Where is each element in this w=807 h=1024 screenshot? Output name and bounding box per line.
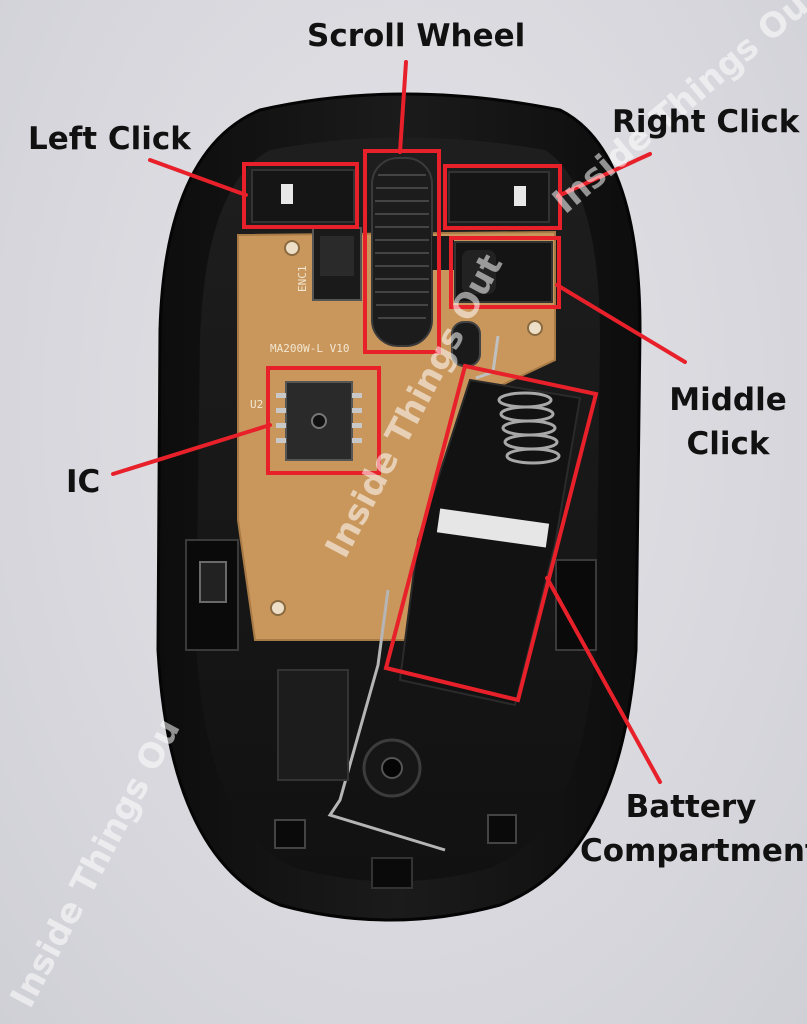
pcb-hole xyxy=(270,600,286,616)
power-switch xyxy=(277,669,349,781)
sensor-lens xyxy=(311,413,327,429)
right-switch-button xyxy=(514,186,526,206)
middle-click-highlight-box xyxy=(449,236,561,309)
pcb-hole xyxy=(284,240,300,256)
battery-cavity-highlight xyxy=(436,508,550,548)
pcb-model-text: MA200W-L V10 xyxy=(270,342,349,355)
sensor-pins xyxy=(276,393,362,443)
middle-click-label: Middle Click xyxy=(668,378,788,466)
ic-leader-line xyxy=(111,423,272,476)
left-clip-slot xyxy=(199,561,227,603)
pcb-hole xyxy=(527,320,543,336)
right-click-label: Right Click xyxy=(612,104,800,140)
bottom-clip xyxy=(487,814,517,844)
bottom-clip xyxy=(274,819,306,849)
scroll-wheel-label: Scroll Wheel xyxy=(307,18,526,54)
screw-hole xyxy=(381,757,403,779)
right-switch xyxy=(448,171,550,223)
encoder-window xyxy=(320,236,354,276)
pcb-u2-text: U2 xyxy=(250,398,263,411)
bottom-clip xyxy=(371,857,413,889)
left-switch xyxy=(251,169,355,223)
ic-highlight-box xyxy=(266,366,381,475)
scroll-wheel-leader-line xyxy=(398,60,408,154)
battery-label-line1: Battery xyxy=(625,789,757,825)
left-click-label: Left Click xyxy=(28,121,191,157)
right-click-leader-line xyxy=(556,152,652,198)
middle-click-leader-line xyxy=(555,283,687,364)
left-switch-button xyxy=(281,184,293,204)
battery-label-line2: Compartment xyxy=(580,833,807,869)
middle-click-label-line2: Click xyxy=(686,426,770,462)
battery-compartment-label: Battery Compartment xyxy=(580,785,807,873)
battery-leader-line xyxy=(545,576,662,784)
middle-switch-knob xyxy=(462,250,496,294)
battery-highlight-box xyxy=(383,363,599,703)
left-click-leader-line xyxy=(148,158,248,197)
ic-label: IC xyxy=(66,464,101,500)
middle-click-label-line1: Middle xyxy=(669,382,787,418)
battery-contact-wire xyxy=(327,589,446,852)
pcb-enc-text: ENC1 xyxy=(296,266,309,293)
watermark-left: Inside Things Ou xyxy=(3,712,189,1014)
battery-spring xyxy=(497,391,561,465)
scroll-wheel-ridges xyxy=(375,174,429,319)
